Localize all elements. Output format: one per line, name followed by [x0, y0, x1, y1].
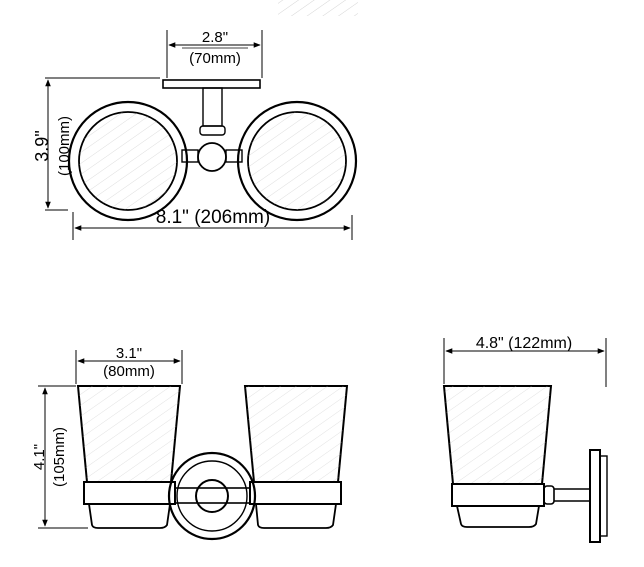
front-right-cup — [243, 385, 349, 529]
side-wall-plate — [589, 449, 608, 543]
top-mount-width-dimension: 2.8" (70mm) — [166, 29, 263, 78]
front-wall-mount — [167, 451, 257, 541]
side-depth: 4.8" (122mm) — [476, 335, 572, 352]
top-wall-plate — [162, 79, 261, 89]
side-depth-dimension: 4.8" (122mm) — [443, 335, 607, 387]
top-total-width-dimension: 8.1" (206mm) — [72, 207, 353, 240]
front-left-cup — [76, 385, 182, 529]
corner-hatch-texture — [278, 0, 358, 16]
top-center-ring — [197, 142, 227, 172]
top-stem — [202, 87, 223, 127]
top-total-width: 8.1" (206mm) — [156, 207, 270, 228]
top-mount-width-in: 2.8" — [202, 29, 228, 46]
front-height-mm: (105mm) — [51, 427, 68, 487]
top-height-mm: (100mm) — [56, 116, 73, 176]
front-cup-width-mm: (80mm) — [103, 363, 155, 380]
top-height-in: 3.9" — [32, 130, 52, 161]
front-cup-width-in: 3.1" — [116, 345, 142, 362]
top-mount-width-mm: (70mm) — [189, 50, 241, 67]
side-cup — [442, 385, 553, 528]
front-height-dimension: 4.1" (105mm) — [31, 385, 88, 529]
front-cup-width-dimension: 3.1" (80mm) — [75, 345, 183, 384]
front-height-in: 4.1" — [31, 444, 48, 470]
top-left-cup-ring — [67, 100, 189, 222]
side-arm — [543, 485, 590, 505]
top-right-cup-ring — [236, 100, 358, 222]
side-view-drawing — [442, 385, 608, 543]
top-height-dimension: 3.9" (100mm) — [32, 77, 160, 211]
front-view-drawing — [76, 385, 349, 541]
top-view-drawing — [67, 79, 358, 222]
